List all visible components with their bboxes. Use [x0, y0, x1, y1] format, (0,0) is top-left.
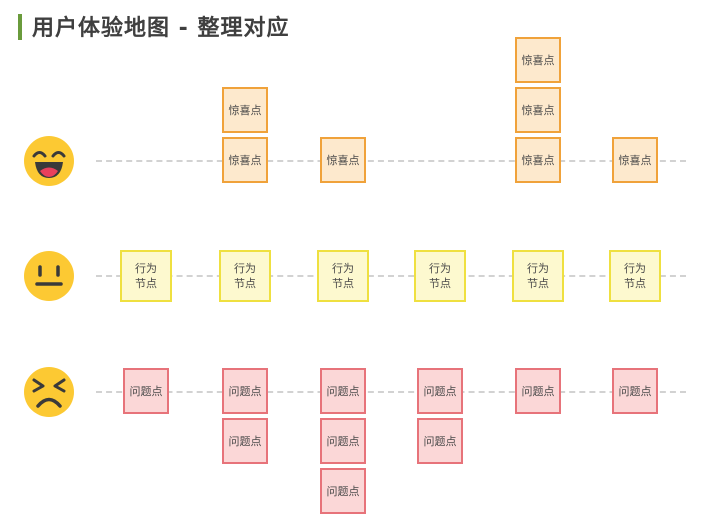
- problem-note: 问题点: [320, 418, 366, 464]
- action-note-label: 行为: [527, 262, 549, 275]
- problem-note: 问题点: [320, 468, 366, 514]
- delight-note: 惊喜点: [612, 137, 658, 183]
- action-note-label: 行为: [332, 262, 354, 275]
- action-note: 行为节点: [317, 250, 369, 302]
- delight-note: 惊喜点: [222, 137, 268, 183]
- problem-note: 问题点: [417, 418, 463, 464]
- neutral-row-line: [96, 275, 686, 277]
- delight-note: 惊喜点: [222, 87, 268, 133]
- problem-note: 问题点: [515, 368, 561, 414]
- delight-note: 惊喜点: [515, 87, 561, 133]
- delight-note-label: 惊喜点: [521, 103, 555, 117]
- action-note: 行为节点: [414, 250, 466, 302]
- problem-note: 问题点: [417, 368, 463, 414]
- sad-face-icon: [24, 367, 74, 417]
- sad-row-line: [96, 391, 686, 393]
- happy-face-icon: [24, 136, 74, 186]
- problem-note-label: 问题点: [326, 434, 360, 448]
- delight-note: 惊喜点: [515, 137, 561, 183]
- action-note: 行为节点: [512, 250, 564, 302]
- problem-note-label: 问题点: [129, 384, 163, 398]
- problem-note: 问题点: [222, 418, 268, 464]
- action-note-label: 节点: [624, 277, 646, 290]
- action-note: 行为节点: [120, 250, 172, 302]
- problem-note-label: 问题点: [521, 384, 555, 398]
- problem-note: 问题点: [320, 368, 366, 414]
- problem-note-label: 问题点: [326, 384, 360, 398]
- problem-note-label: 问题点: [326, 484, 360, 498]
- delight-note-label: 惊喜点: [326, 153, 360, 167]
- problem-note-label: 问题点: [423, 434, 457, 448]
- problem-note: 问题点: [222, 368, 268, 414]
- action-note-label: 节点: [527, 277, 549, 290]
- delight-note-label: 惊喜点: [228, 153, 262, 167]
- problem-note-label: 问题点: [423, 384, 457, 398]
- action-note-label: 行为: [429, 262, 451, 275]
- delight-note-label: 惊喜点: [618, 153, 652, 167]
- problem-note: 问题点: [123, 368, 169, 414]
- action-note-label: 节点: [332, 277, 354, 290]
- action-note: 行为节点: [609, 250, 661, 302]
- action-note-label: 节点: [429, 277, 451, 290]
- delight-note: 惊喜点: [320, 137, 366, 183]
- page-title: 用户体验地图 - 整理对应: [32, 16, 290, 41]
- problem-note: 问题点: [612, 368, 658, 414]
- action-note-label: 节点: [234, 277, 256, 290]
- neutral-face-icon: [24, 251, 74, 301]
- action-note-label: 节点: [135, 277, 157, 290]
- delight-note-label: 惊喜点: [521, 153, 555, 167]
- action-note: 行为节点: [219, 250, 271, 302]
- delight-note: 惊喜点: [515, 37, 561, 83]
- problem-note-label: 问题点: [618, 384, 652, 398]
- action-note-label: 行为: [135, 262, 157, 275]
- problem-note-label: 问题点: [228, 384, 262, 398]
- problem-note-label: 问题点: [228, 434, 262, 448]
- delight-note-label: 惊喜点: [228, 103, 262, 117]
- action-note-label: 行为: [234, 262, 256, 275]
- delight-note-label: 惊喜点: [521, 53, 555, 67]
- title-accent-bar: [18, 14, 22, 40]
- happy-row-line: [96, 160, 686, 162]
- action-note-label: 行为: [624, 262, 646, 275]
